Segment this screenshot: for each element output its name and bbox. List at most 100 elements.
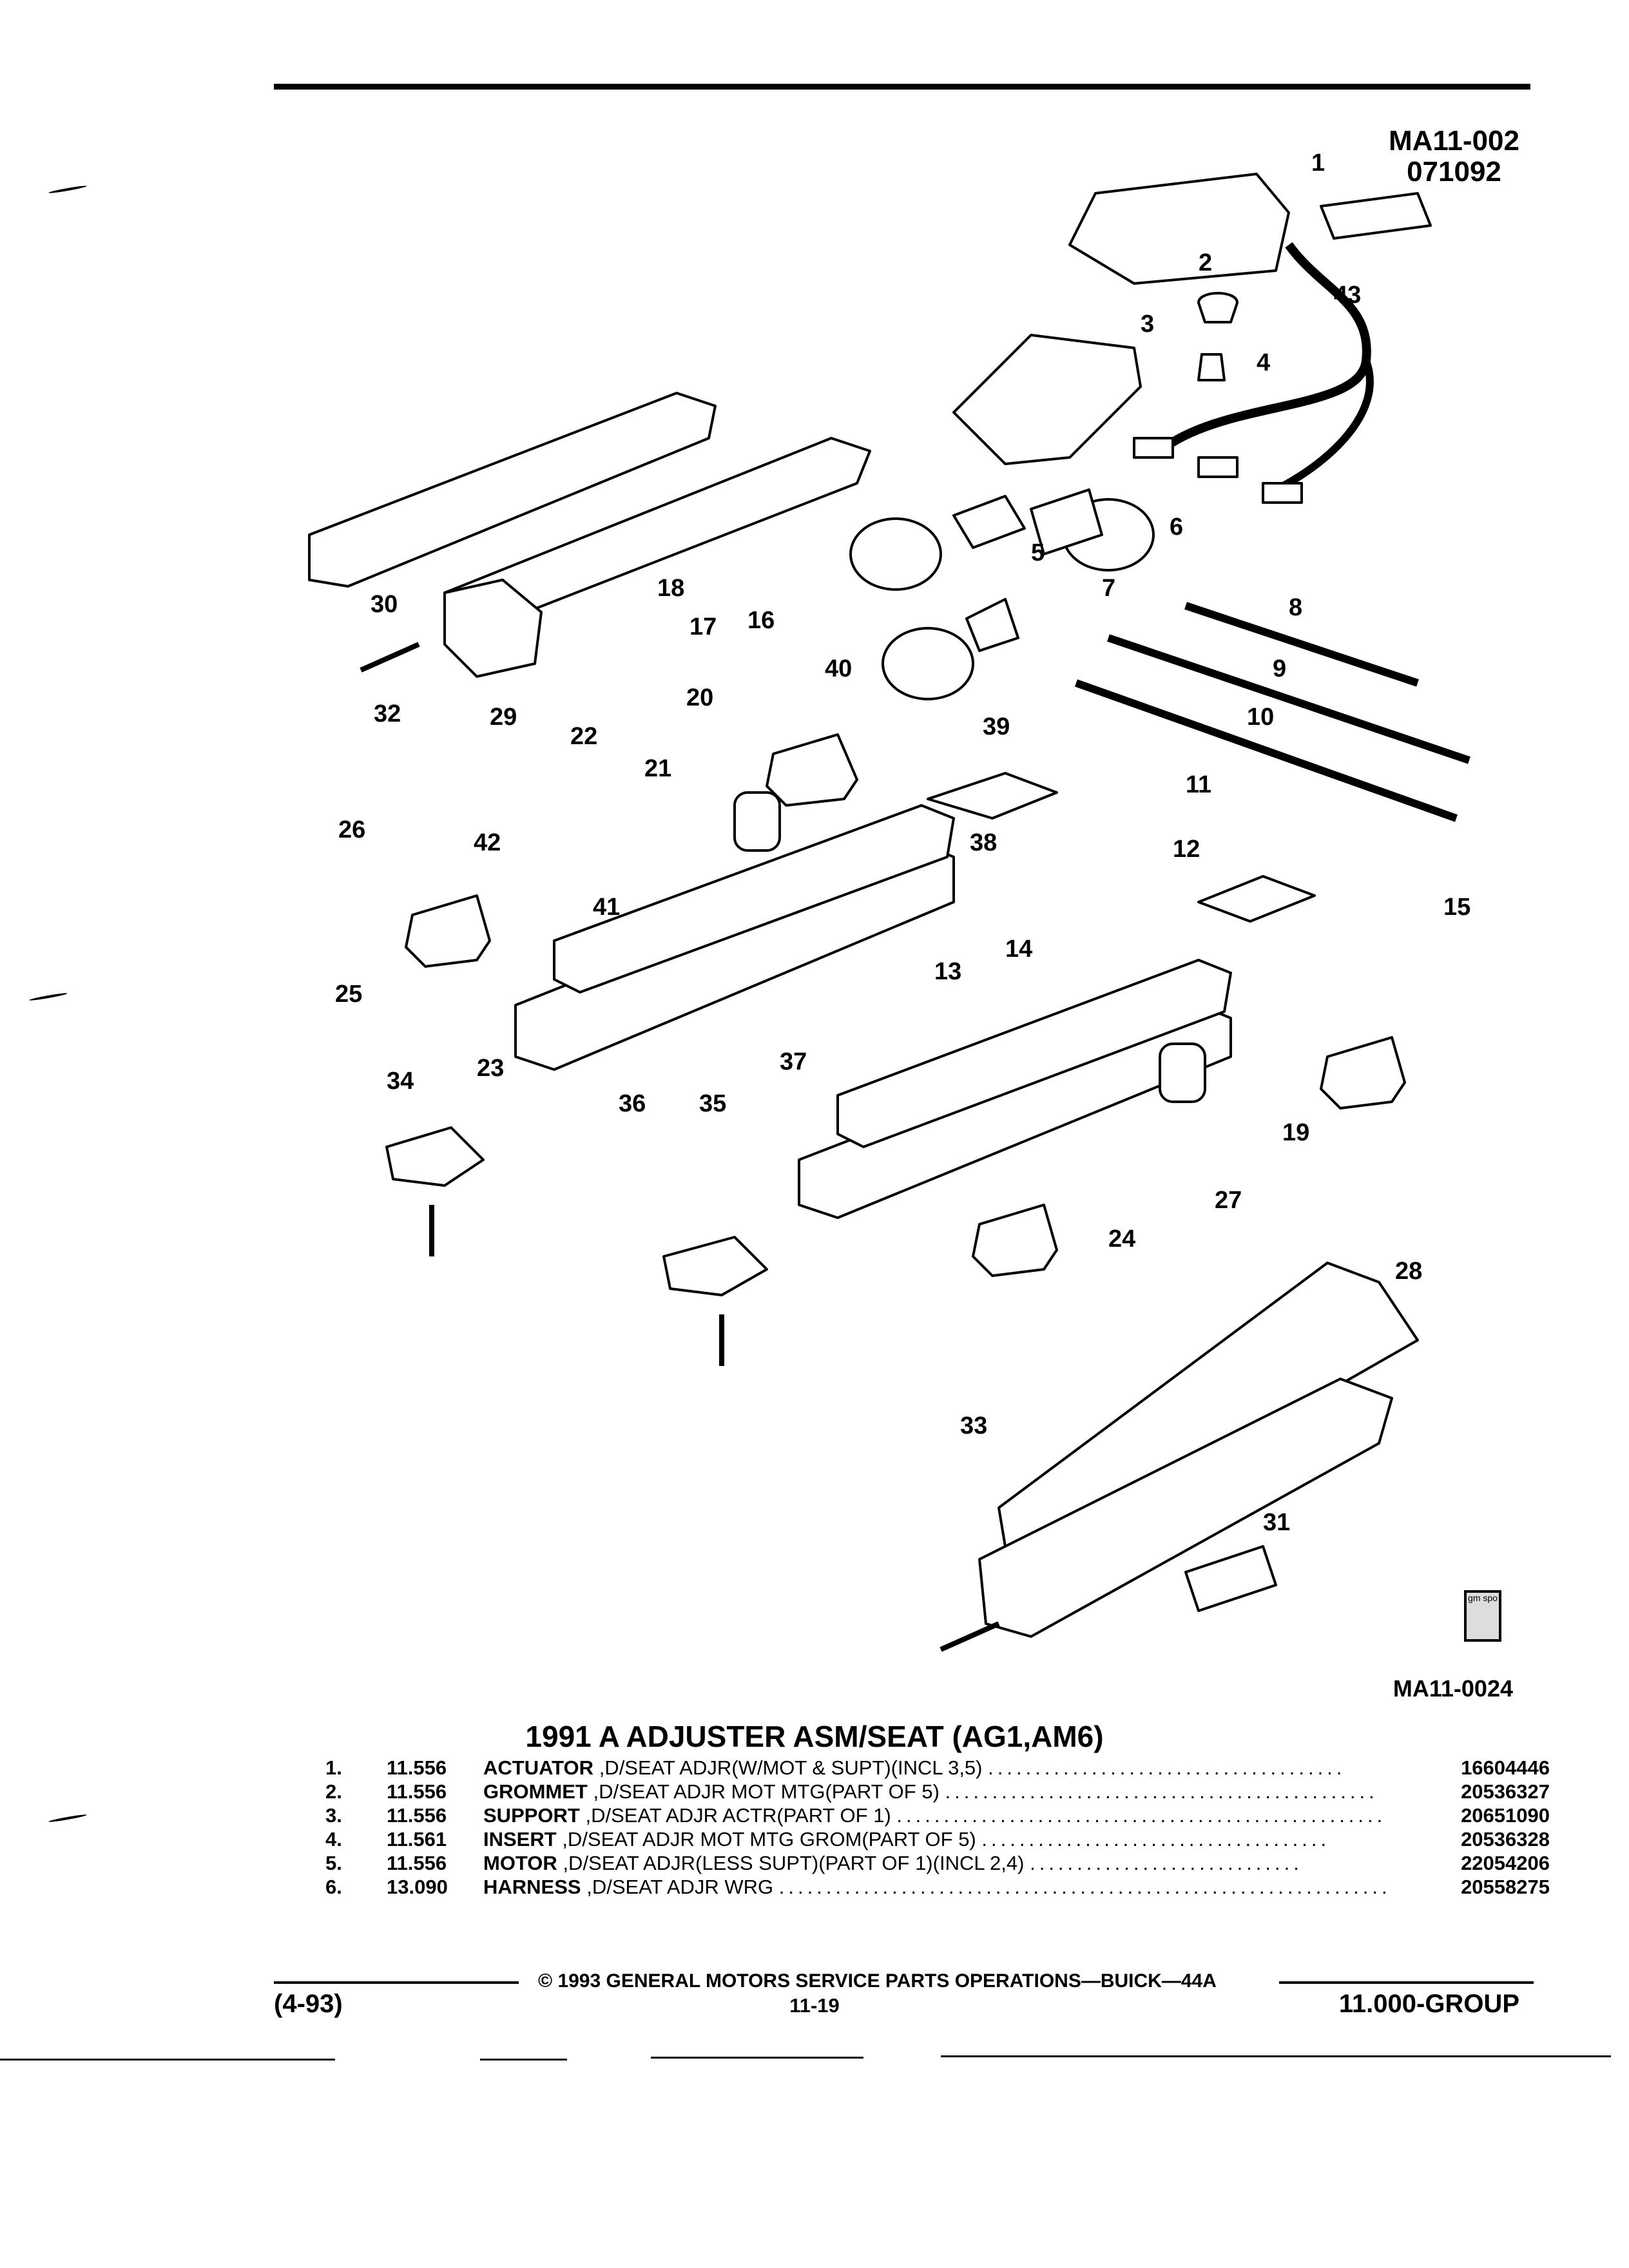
callout-16: 16	[747, 607, 775, 634]
rail-trim-30	[308, 392, 717, 588]
parts-row: 2. 11.556 GROMMET ,D/SEAT ADJR MOT MTG(P…	[325, 1780, 1550, 1803]
part-code: 11.556	[387, 1780, 447, 1803]
callout-34: 34	[387, 1068, 414, 1095]
diagram-id-block: MA11-002 071092	[1389, 126, 1519, 187]
part-number: 16604446	[1461, 1756, 1550, 1779]
parts-row: 5. 11.556 MOTOR ,D/SEAT ADJR(LESS SUPT)(…	[325, 1852, 1550, 1874]
part-number: 22054206	[1461, 1852, 1550, 1874]
part-number: 20536327	[1461, 1780, 1550, 1803]
part-number: 20558275	[1461, 1876, 1550, 1898]
callout-17: 17	[689, 613, 717, 640]
diagram-code: MA11-002	[1388, 125, 1519, 157]
callout-33: 33	[960, 1412, 987, 1439]
callout-27: 27	[1215, 1187, 1242, 1214]
callout-24: 24	[1108, 1225, 1135, 1253]
part-note: ,D/SEAT ADJR WRG	[586, 1876, 774, 1898]
part-index: 4.	[325, 1828, 342, 1850]
parts-row: 1. 11.556 ACTUATOR ,D/SEAT ADJR(W/MOT & …	[325, 1756, 1550, 1779]
callout-18: 18	[657, 575, 684, 602]
callout-23: 23	[477, 1055, 504, 1082]
callout-39: 39	[983, 713, 1010, 740]
callout-35: 35	[699, 1090, 726, 1117]
callout-3: 3	[1141, 311, 1154, 338]
footer-rule-left	[274, 1981, 519, 1984]
page-title: 1991 A ADJUSTER ASM/SEAT (AG1,AM6)	[525, 1720, 1104, 1753]
part-name: MOTOR	[483, 1852, 557, 1874]
part-name: ACTUATOR	[483, 1756, 594, 1779]
part-note: ,D/SEAT ADJR ACTR(PART OF 1)	[585, 1804, 891, 1827]
callout-42: 42	[474, 829, 501, 856]
callout-26: 26	[338, 816, 365, 843]
callout-2: 2	[1199, 249, 1212, 276]
part-code: 11.556	[387, 1852, 447, 1874]
callout-25: 25	[335, 981, 362, 1008]
callout-38: 38	[970, 829, 997, 856]
binder-hole-mark	[48, 1813, 87, 1823]
part-note: ,D/SEAT ADJR MOT MTG GROM(PART OF 5)	[562, 1828, 976, 1850]
part-index: 2.	[325, 1780, 342, 1803]
callout-22: 22	[570, 723, 597, 750]
callout-4: 4	[1257, 349, 1270, 376]
part-index: 3.	[325, 1804, 342, 1827]
part-name: INSERT	[483, 1828, 557, 1850]
figure-code: MA11-0024	[1393, 1675, 1513, 1702]
actuator-part	[1068, 173, 1290, 285]
callout-31: 31	[1263, 1509, 1290, 1536]
callout-41: 41	[593, 894, 620, 921]
callout-21: 21	[644, 755, 671, 782]
parts-row: 6. 13.090 HARNESS ,D/SEAT ADJR WRG .....…	[325, 1876, 1550, 1898]
part-name: SUPPORT	[483, 1804, 580, 1827]
callout-30: 30	[371, 591, 398, 618]
part-index: 6.	[325, 1876, 342, 1898]
page-number: 11-19	[789, 1994, 840, 2017]
exploded-view-illustration: 1 2 3 4 5 6 7 8 9 10 11 12 13 14 15 16 1…	[308, 149, 1470, 1652]
part-note: ,D/SEAT ADJR(W/MOT & SUPT)(INCL 3,5)	[599, 1756, 983, 1779]
parts-row: 4. 11.561 INSERT ,D/SEAT ADJR MOT MTG GR…	[325, 1828, 1550, 1850]
part-number: 20651090	[1461, 1804, 1550, 1827]
callout-labels: 1 2 3 4 5 6 7 8 9 10 11 12 13 14 15 16 1…	[335, 149, 1470, 1536]
scan-edge-line	[941, 2055, 1611, 2057]
callout-15: 15	[1443, 894, 1470, 921]
copyright-notice: © 1993 GENERAL MOTORS SERVICE PARTS OPER…	[538, 1970, 1217, 1992]
revision-date: (4-93)	[274, 1990, 343, 2018]
callout-40: 40	[825, 655, 852, 682]
callout-14: 14	[1005, 936, 1032, 963]
callout-43: 43	[1334, 282, 1361, 309]
group-label: 11.000-GROUP	[1338, 1990, 1519, 2018]
part-note: ,D/SEAT ADJR(LESS SUPT)(PART OF 1)(INCL …	[563, 1852, 1025, 1874]
callout-7: 7	[1102, 575, 1115, 602]
callout-6: 6	[1170, 514, 1183, 541]
callout-19: 19	[1282, 1119, 1309, 1146]
part-index: 1.	[325, 1756, 342, 1779]
part-code: 11.556	[387, 1804, 447, 1827]
support-part	[952, 334, 1142, 465]
part-code: 13.090	[387, 1876, 448, 1898]
part-name: HARNESS	[483, 1876, 581, 1898]
callout-13: 13	[934, 958, 961, 985]
part-name: GROMMET	[483, 1780, 588, 1803]
callout-36: 36	[619, 1090, 646, 1117]
callout-12: 12	[1173, 836, 1200, 863]
part-index: 5.	[325, 1852, 342, 1874]
callout-1: 1	[1311, 149, 1325, 177]
callout-11: 11	[1186, 771, 1211, 798]
motor-part	[849, 517, 942, 591]
scan-edge-line	[0, 2059, 335, 2061]
part-note: ,D/SEAT ADJR MOT MTG(PART OF 5)	[593, 1780, 940, 1803]
callout-37: 37	[780, 1048, 807, 1075]
part-number: 20536328	[1461, 1828, 1550, 1850]
parts-list: 1. 11.556 ACTUATOR ,D/SEAT ADJR(W/MOT & …	[325, 1756, 1550, 1899]
callout-8: 8	[1289, 594, 1302, 621]
callout-32: 32	[374, 700, 401, 727]
scan-edge-line	[480, 2059, 567, 2061]
diagram-date: 071092	[1407, 156, 1501, 187]
scan-edge-line	[651, 2057, 863, 2059]
callout-9: 9	[1273, 655, 1286, 682]
cover-34	[385, 1126, 485, 1187]
part-code: 11.556	[387, 1756, 447, 1779]
parts-row: 3. 11.556 SUPPORT ,D/SEAT ADJR ACTR(PART…	[325, 1804, 1550, 1827]
callout-29: 29	[490, 704, 517, 731]
top-rule	[274, 84, 1530, 90]
cable-8	[1184, 602, 1419, 687]
callout-5: 5	[1031, 539, 1045, 566]
